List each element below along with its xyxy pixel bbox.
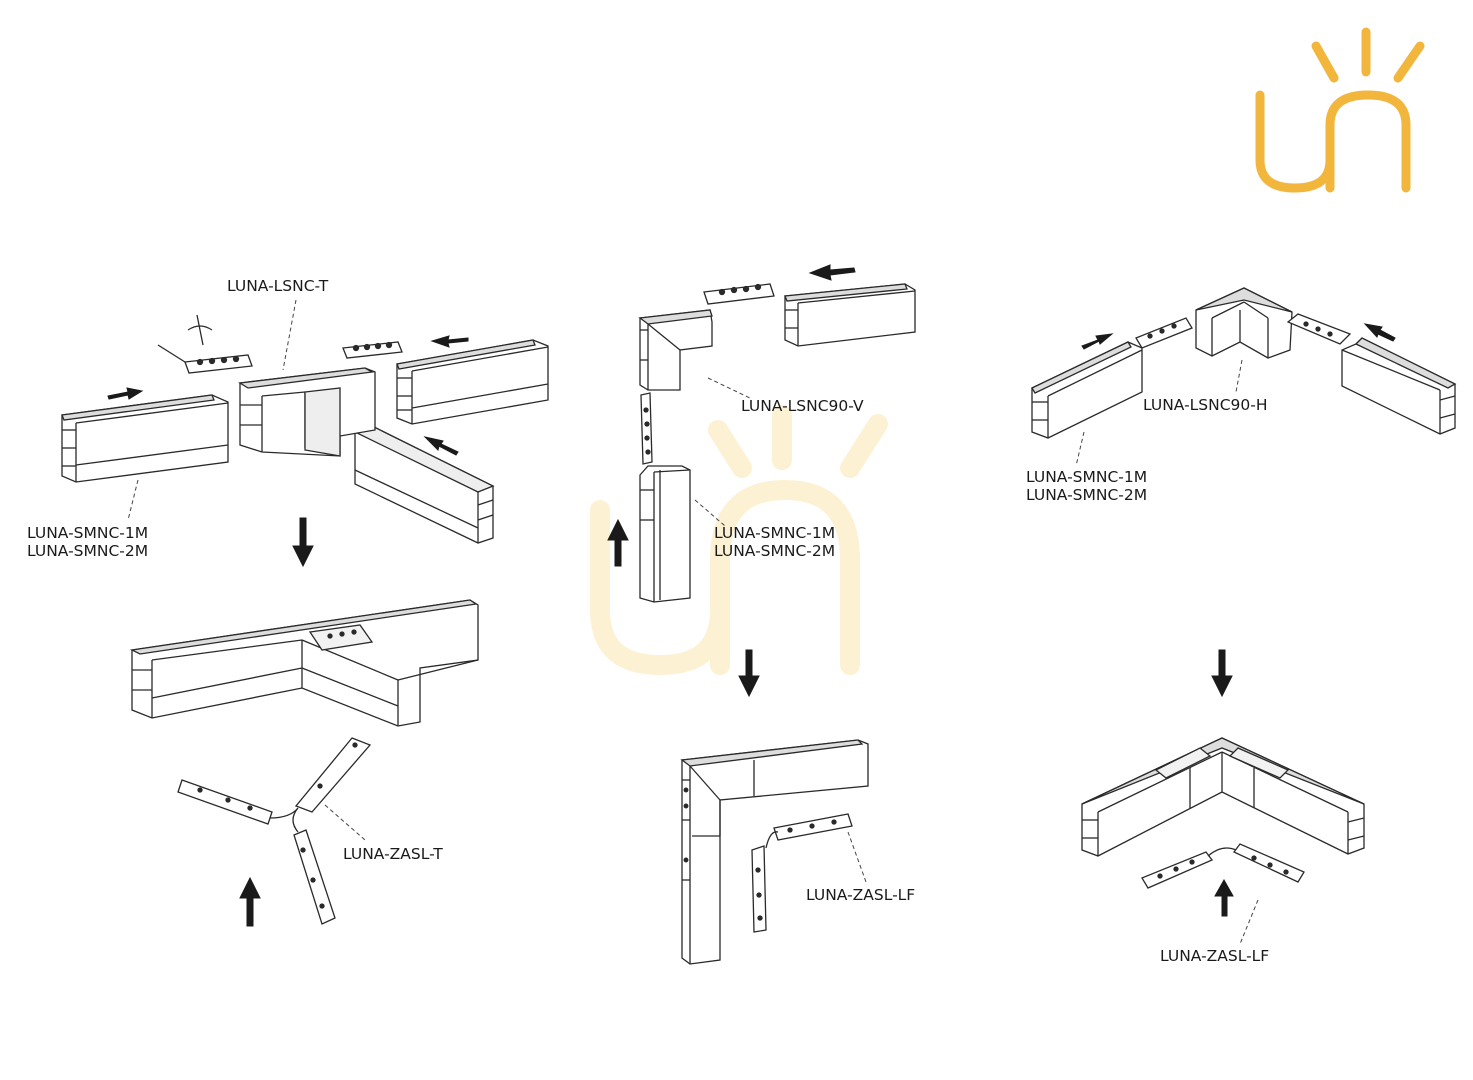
horizontal-splice-plate-right: [1286, 313, 1352, 345]
vertical-arrows: [607, 264, 856, 698]
tee-splice-plate-left: [184, 354, 253, 374]
label-horizontal-profile-1m: LUNA-SMNC-1M: [1026, 468, 1148, 486]
label-vertical-electrical: LUNA-ZASL-LF: [806, 886, 916, 904]
vertical-assembled: [680, 739, 869, 965]
arrow-up-icon: [607, 518, 629, 567]
arrow-right-icon: [1081, 333, 1114, 350]
rotate-symbol: [157, 314, 213, 363]
arrow-up-icon: [1214, 878, 1234, 917]
arrow-right-icon: [107, 387, 144, 400]
vertical-leader-lines: [694, 377, 867, 883]
vertical-electrical-connector: [751, 813, 853, 933]
arrow-up-icon: [239, 876, 261, 927]
arrow-left-icon: [430, 335, 469, 348]
horizontal-arrows: [1081, 323, 1396, 917]
horizontal-electrical-connector: [1141, 843, 1305, 889]
label-tee-electrical: LUNA-ZASL-T: [343, 845, 443, 863]
label-vertical-profile-1m: LUNA-SMNC-1M: [714, 524, 836, 542]
vertical-corner-body: [638, 309, 713, 391]
arrow-down-icon: [1211, 649, 1233, 698]
label-vertical-profiles: LUNA-SMNC-1M LUNA-SMNC-2M: [714, 524, 835, 560]
tee-left-profile: [61, 394, 229, 483]
label-vertical-corner: LUNA-LSNC90-V: [741, 397, 864, 415]
tee-connector-body: [238, 367, 376, 457]
vertical-assembly-exploded: [638, 283, 916, 603]
tee-right-profile: [396, 339, 549, 425]
label-tee-connector: LUNA-LSNC-T: [227, 277, 329, 295]
arrow-left-icon: [423, 436, 459, 456]
horizontal-right-profile: [1341, 337, 1457, 435]
horizontal-left-profile: [1031, 341, 1143, 439]
arrow-left-icon: [808, 264, 856, 281]
label-tee-profiles: LUNA-SMNC-1M LUNA-SMNC-2M: [27, 524, 148, 560]
tee-assembly-exploded: [61, 314, 549, 544]
label-horizontal-profile-2m: LUNA-SMNC-2M: [1026, 486, 1148, 504]
tee-electrical-connector: [177, 737, 372, 925]
label-horizontal-corner: LUNA-LSNC90-H: [1143, 396, 1268, 414]
vertical-splice-plate-side: [640, 392, 653, 465]
arrow-left-icon: [1363, 323, 1396, 342]
horizontal-splice-plate-left: [1135, 317, 1193, 349]
horizontal-leader-lines: [1075, 359, 1259, 945]
horizontal-assembled: [1081, 737, 1365, 857]
label-horizontal-electrical: LUNA-ZASL-LF: [1160, 947, 1270, 965]
label-horizontal-profiles: LUNA-SMNC-1M LUNA-SMNC-2M: [1026, 468, 1147, 504]
arrow-down-icon: [292, 517, 314, 568]
label-vertical-profile-2m: LUNA-SMNC-2M: [714, 542, 836, 560]
horizontal-assembly-exploded: [1031, 287, 1457, 439]
brand-logo: [1255, 27, 1425, 193]
vertical-top-profile: [784, 283, 916, 347]
label-tee-profile-2m: LUNA-SMNC-2M: [27, 542, 149, 560]
vertical-splice-plate-top: [703, 283, 775, 305]
label-tee-profile-1m: LUNA-SMNC-1M: [27, 524, 149, 542]
tee-leader-lines: [127, 299, 366, 841]
tee-branch-profile: [353, 425, 495, 544]
tee-assembled: [129, 599, 479, 727]
tee-arrows: [107, 335, 469, 927]
vertical-bottom-profile: [639, 465, 691, 603]
tee-splice-plate-right: [342, 341, 403, 359]
horizontal-corner-body: [1195, 287, 1293, 359]
watermark-logo: [590, 405, 888, 676]
arrow-down-icon: [738, 649, 760, 698]
